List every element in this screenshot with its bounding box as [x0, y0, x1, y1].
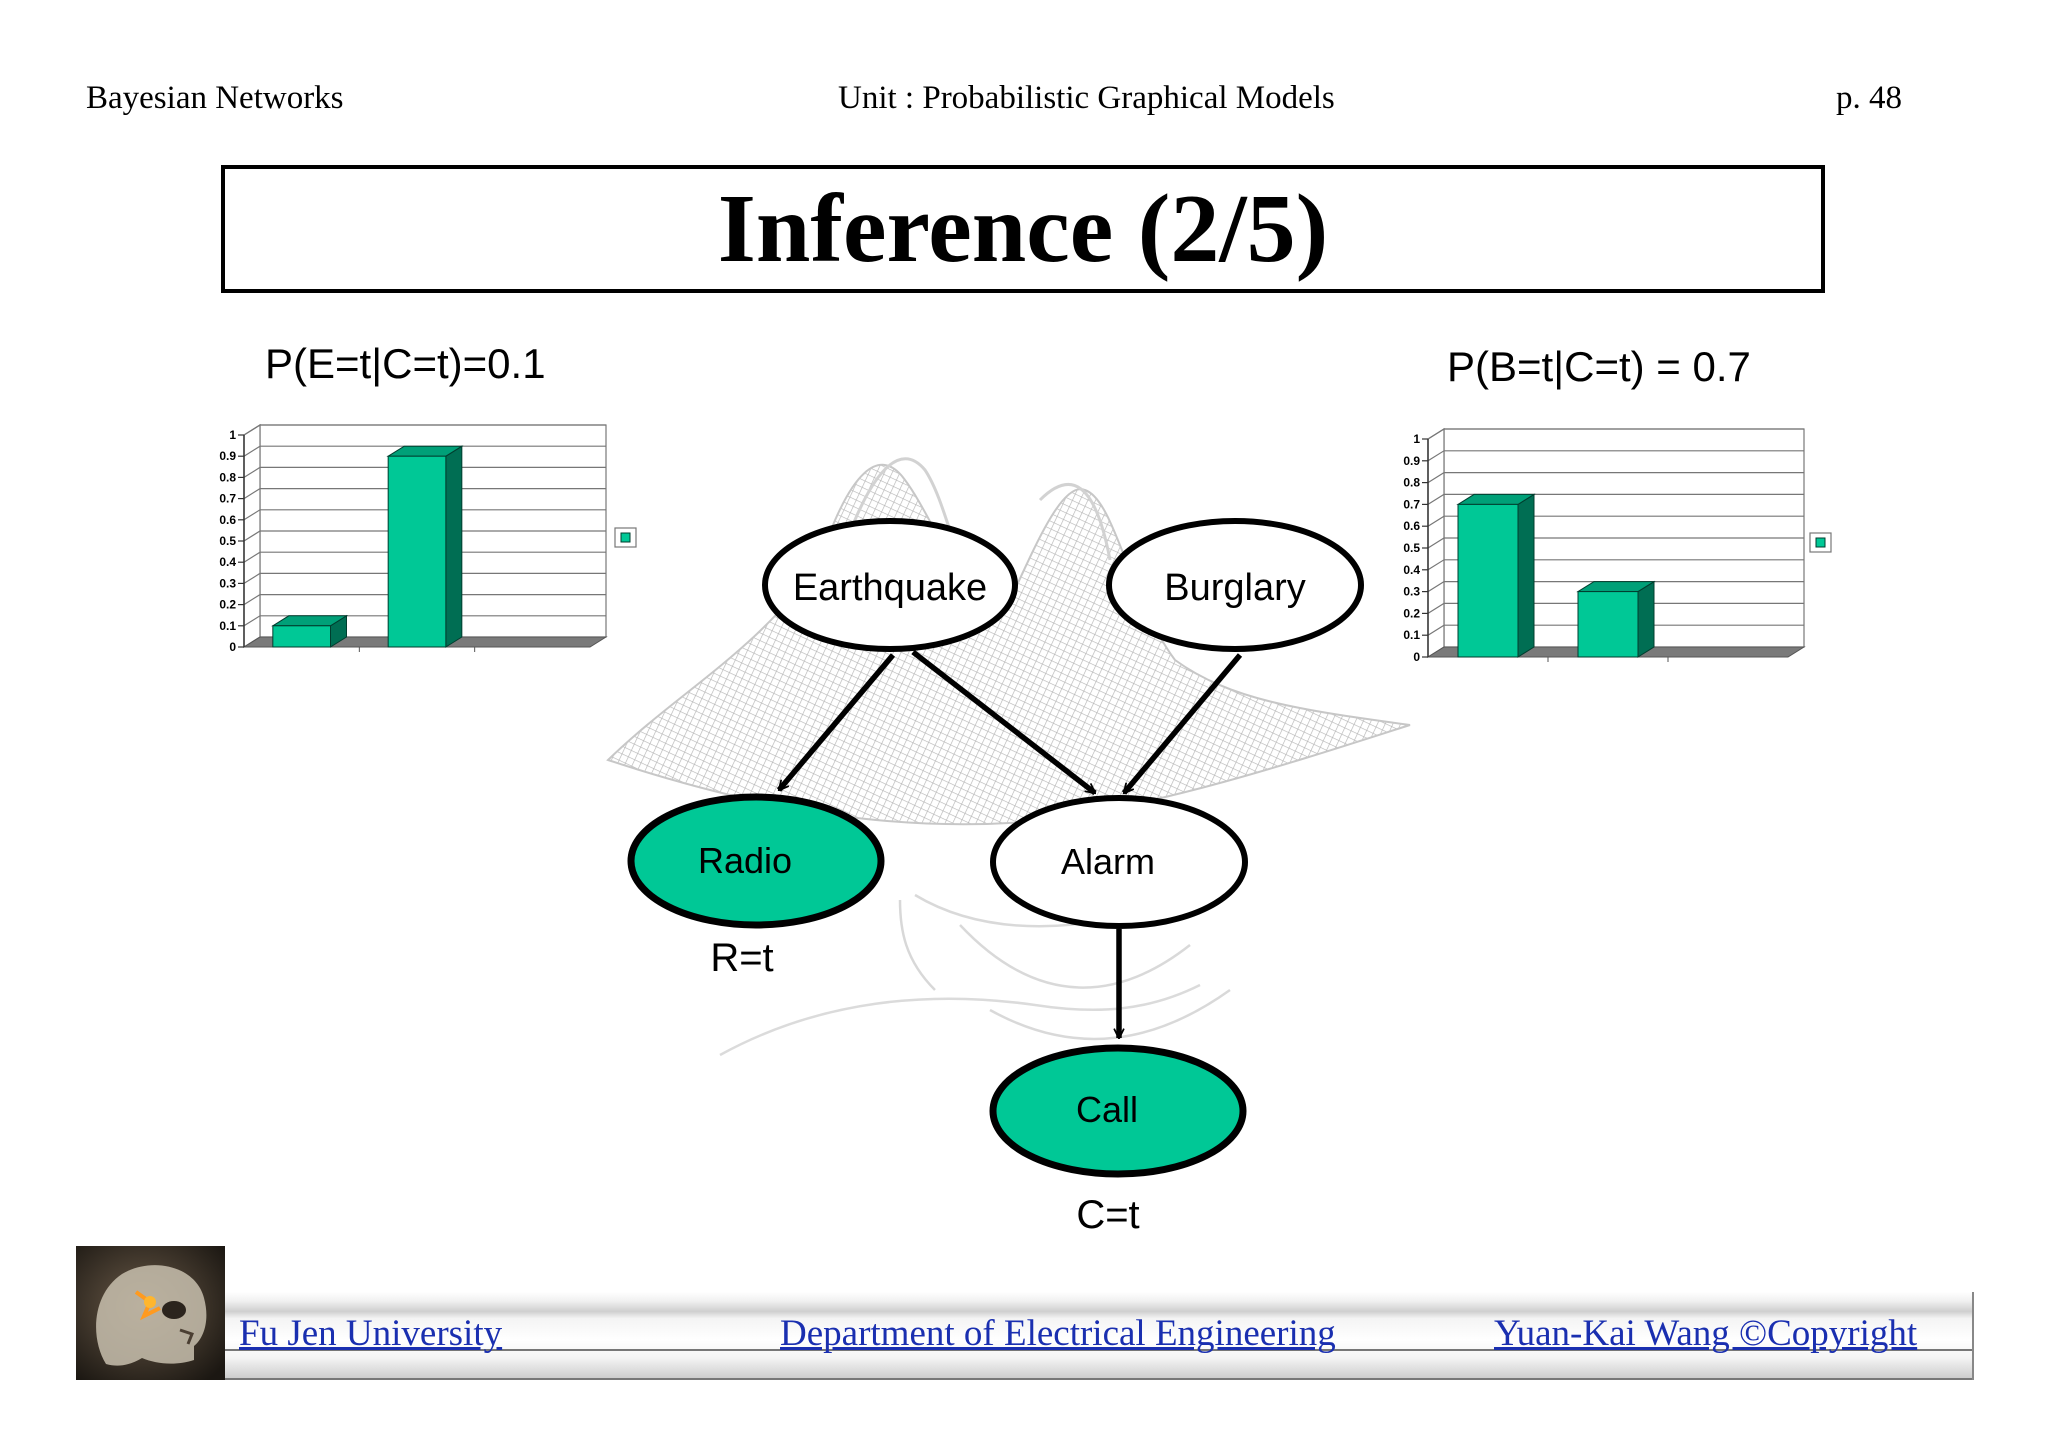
- node-radio-label: Radio: [698, 840, 792, 881]
- node-alarm: Alarm: [990, 795, 1248, 929]
- earthquake-chart-legend-swatch: [620, 532, 631, 543]
- earthquake-chart-bar-front: [272, 625, 332, 648]
- node-alarm-label: Alarm: [1061, 841, 1155, 882]
- burglary-chart-y-tick-label: 0: [1413, 650, 1420, 664]
- footer-divider-upper: [225, 1349, 1972, 1351]
- burglary-chart-bar-front: [1577, 591, 1639, 658]
- burglary-chart-bar-front: [1457, 503, 1519, 658]
- earthquake-bar-chart: 0 0.1 0.2 0.3 0.4 0.5 0.6 0.7 0.8 0.9 1: [219, 423, 637, 654]
- earthquake-chart-gridline: [243, 615, 606, 627]
- footer-copyright-link[interactable]: Yuan-Kai Wang ©Copyright: [1494, 1313, 1918, 1354]
- burglary-chart-gridline: [1427, 624, 1804, 636]
- node-earthquake: Earthquake: [762, 518, 1018, 652]
- slide-title: Inference (2/5): [717, 175, 1329, 283]
- burglary-chart-y-tick-label: 1: [1413, 432, 1420, 446]
- burglary-chart-y-tick-label: 0.4: [1403, 563, 1420, 577]
- node-call: Call: [989, 1044, 1247, 1178]
- earthquake-chart-gridline: [243, 424, 606, 436]
- burglary-chart-gridline: [1427, 472, 1804, 484]
- radio-evidence-label: R=t: [710, 936, 773, 980]
- earthquake-chart-bar: [271, 614, 349, 648]
- burglary-chart-y-tick-label: 0.9: [1403, 454, 1420, 468]
- network-edges: [776, 649, 1243, 1038]
- burglary-chart-y-tick-label: 0.1: [1403, 628, 1420, 642]
- earthquake-chart-gridline: [243, 530, 606, 542]
- burglary-chart-bar: [1456, 493, 1536, 658]
- burglary-chart-y-tick-label: 0.5: [1403, 541, 1420, 555]
- node-burglary: Burglary: [1106, 518, 1364, 652]
- earthquake-chart-gridline: [243, 466, 606, 478]
- earthquake-chart-y-tick-label: 0.8: [219, 470, 236, 484]
- burglary-chart-y-tick-label: 0.7: [1403, 497, 1420, 511]
- slide-title-box: Inference (2/5): [221, 165, 1825, 293]
- burglary-chart-bar: [1576, 580, 1656, 658]
- burglary-chart-bar-side: [1517, 493, 1535, 658]
- edge-earthquake-alarm: [911, 649, 1097, 796]
- burglary-chart-gridline: [1427, 493, 1804, 505]
- edge-burglary-alarm: [1121, 653, 1243, 795]
- burglary-chart-bar-side: [1637, 580, 1655, 658]
- footer-divider-lower: [225, 1378, 1972, 1380]
- header-course-title: Bayesian Networks: [86, 80, 344, 116]
- earthquake-chart-gridline: [243, 509, 606, 521]
- header-page-number: p. 48: [1836, 80, 1902, 116]
- earthquake-chart-title: P(E=t|C=t)=0.1: [265, 340, 546, 387]
- burglary-chart-y-tick-label: 0.3: [1403, 585, 1420, 599]
- earthquake-chart-y-tick-label: 0.6: [219, 513, 236, 527]
- earthquake-chart-gridline: [243, 593, 606, 606]
- burglary-chart-gridline: [1427, 515, 1804, 527]
- earthquake-chart-y-tick-label: 0.3: [219, 576, 236, 590]
- burglary-chart-y-tick-label: 0.2: [1403, 606, 1420, 620]
- earthquake-chart-gridline: [243, 572, 606, 584]
- burglary-chart-gridline: [1427, 580, 1804, 593]
- earthquake-chart-y-tick-label: 1: [229, 428, 236, 442]
- burglary-chart-gridline: [1427, 537, 1804, 549]
- burglary-chart-gridline: [1427, 559, 1804, 571]
- earthquake-chart-legend: [614, 527, 637, 548]
- earthquake-chart-y-tick-label: 0: [229, 640, 236, 654]
- node-burglary-label: Burglary: [1164, 567, 1306, 609]
- earthquake-chart-gridline: [243, 551, 606, 563]
- earthquake-chart-y-tick-label: 0.5: [219, 534, 236, 548]
- earthquake-chart-bar-front: [387, 455, 447, 648]
- earthquake-chart-bar-side: [445, 445, 463, 648]
- header-unit-title: Unit : Probabilistic Graphical Models: [838, 80, 1335, 116]
- node-call-label: Call: [1076, 1089, 1138, 1130]
- call-evidence-label: C=t: [1076, 1193, 1139, 1237]
- footer-university-link[interactable]: Fu Jen University: [239, 1313, 503, 1354]
- burglary-chart-gridline: [1427, 602, 1804, 614]
- node-radio: Radio: [627, 793, 885, 929]
- earthquake-chart-y-tick-label: 0.1: [219, 619, 236, 633]
- burglary-chart-legend-swatch: [1815, 537, 1826, 548]
- skull-logo-icon: [76, 1246, 225, 1380]
- footer-department-link[interactable]: Department of Electrical Engineering: [780, 1313, 1336, 1354]
- earthquake-chart-y-tick-label: 0.2: [219, 598, 236, 612]
- node-earthquake-label: Earthquake: [793, 567, 987, 609]
- edge-earthquake-radio: [776, 653, 896, 792]
- footer-bar: [225, 1292, 1974, 1380]
- earthquake-chart-y-tick-label: 0.9: [219, 449, 236, 463]
- earthquake-chart-gridline: [243, 488, 606, 500]
- earthquake-chart-gridline: [243, 445, 606, 457]
- burglary-chart-y-tick-label: 0.8: [1403, 476, 1420, 490]
- earthquake-chart-bar: [386, 445, 464, 648]
- burglary-bar-chart: 0 0.1 0.2 0.3 0.4 0.5 0.6 0.7 0.8 0.9 1: [1403, 427, 1832, 664]
- burglary-chart-y-tick-label: 0.6: [1403, 519, 1420, 533]
- burglary-chart-gridline: [1427, 450, 1804, 462]
- earthquake-chart-y-tick-label: 0.4: [219, 555, 236, 569]
- burglary-chart-legend: [1809, 532, 1832, 553]
- burglary-chart-title: P(B=t|C=t) = 0.7: [1447, 343, 1751, 390]
- burglary-chart-gridline: [1427, 428, 1804, 440]
- earthquake-chart-y-tick-label: 0.7: [219, 492, 236, 506]
